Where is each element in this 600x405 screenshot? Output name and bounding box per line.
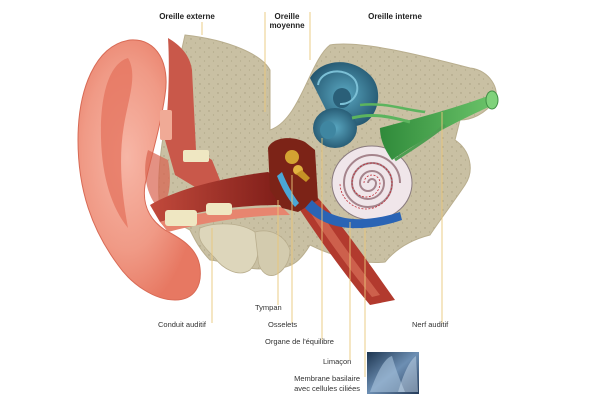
nerve-end	[485, 90, 499, 110]
middle-ear-cavity	[268, 138, 318, 212]
ampulla-2	[320, 121, 336, 139]
mastoid	[198, 223, 260, 274]
malleus	[285, 150, 299, 164]
header-inner-ear: Oreille interne	[368, 12, 422, 21]
cartilage-block	[160, 110, 172, 140]
micrograph-detail-1	[370, 356, 405, 392]
stapes	[296, 170, 310, 182]
micrograph-detail-2	[398, 356, 418, 392]
header-middle-ear-line2: moyenne	[269, 21, 305, 30]
basilar-membrane-arc	[305, 200, 402, 229]
label-cochlea: Limaçon	[323, 357, 352, 366]
cartilage-highlight	[183, 150, 209, 162]
bone-block-2	[206, 203, 232, 215]
nerve-branch-3	[394, 123, 446, 162]
nerve-branch-2	[359, 103, 426, 114]
cartilage-band	[165, 38, 220, 190]
label-balance-organ: Organe de l'équilibre	[265, 337, 334, 346]
label-basilar-line2: avec cellules ciliées	[294, 384, 360, 393]
eustachian-tube-highlight	[310, 208, 380, 297]
eardrum-shape	[277, 172, 299, 207]
label-eardrum: Tympan	[255, 303, 282, 312]
canal-loop	[317, 70, 359, 106]
leader-lines	[201, 12, 443, 377]
bone-block-1	[165, 210, 197, 226]
concha	[145, 150, 170, 210]
label-ear-canal: Conduit auditif	[158, 320, 206, 329]
label-auditory-nerve: Nerf auditif	[412, 320, 449, 329]
label-ossicles: Osselets	[268, 320, 298, 329]
auricle-fold	[100, 58, 133, 228]
header-outer-ear: Oreille externe	[159, 12, 215, 21]
auditory-nerve-shape	[380, 96, 495, 160]
mastoid-lobe	[254, 230, 291, 276]
label-basilar-line1: Membrane basilaire	[294, 374, 360, 383]
header-middle-ear-line1: Oreille	[274, 12, 300, 21]
ear-canal	[150, 172, 282, 222]
nerve-branch-1	[351, 114, 411, 124]
cochlea-duct	[339, 162, 393, 210]
